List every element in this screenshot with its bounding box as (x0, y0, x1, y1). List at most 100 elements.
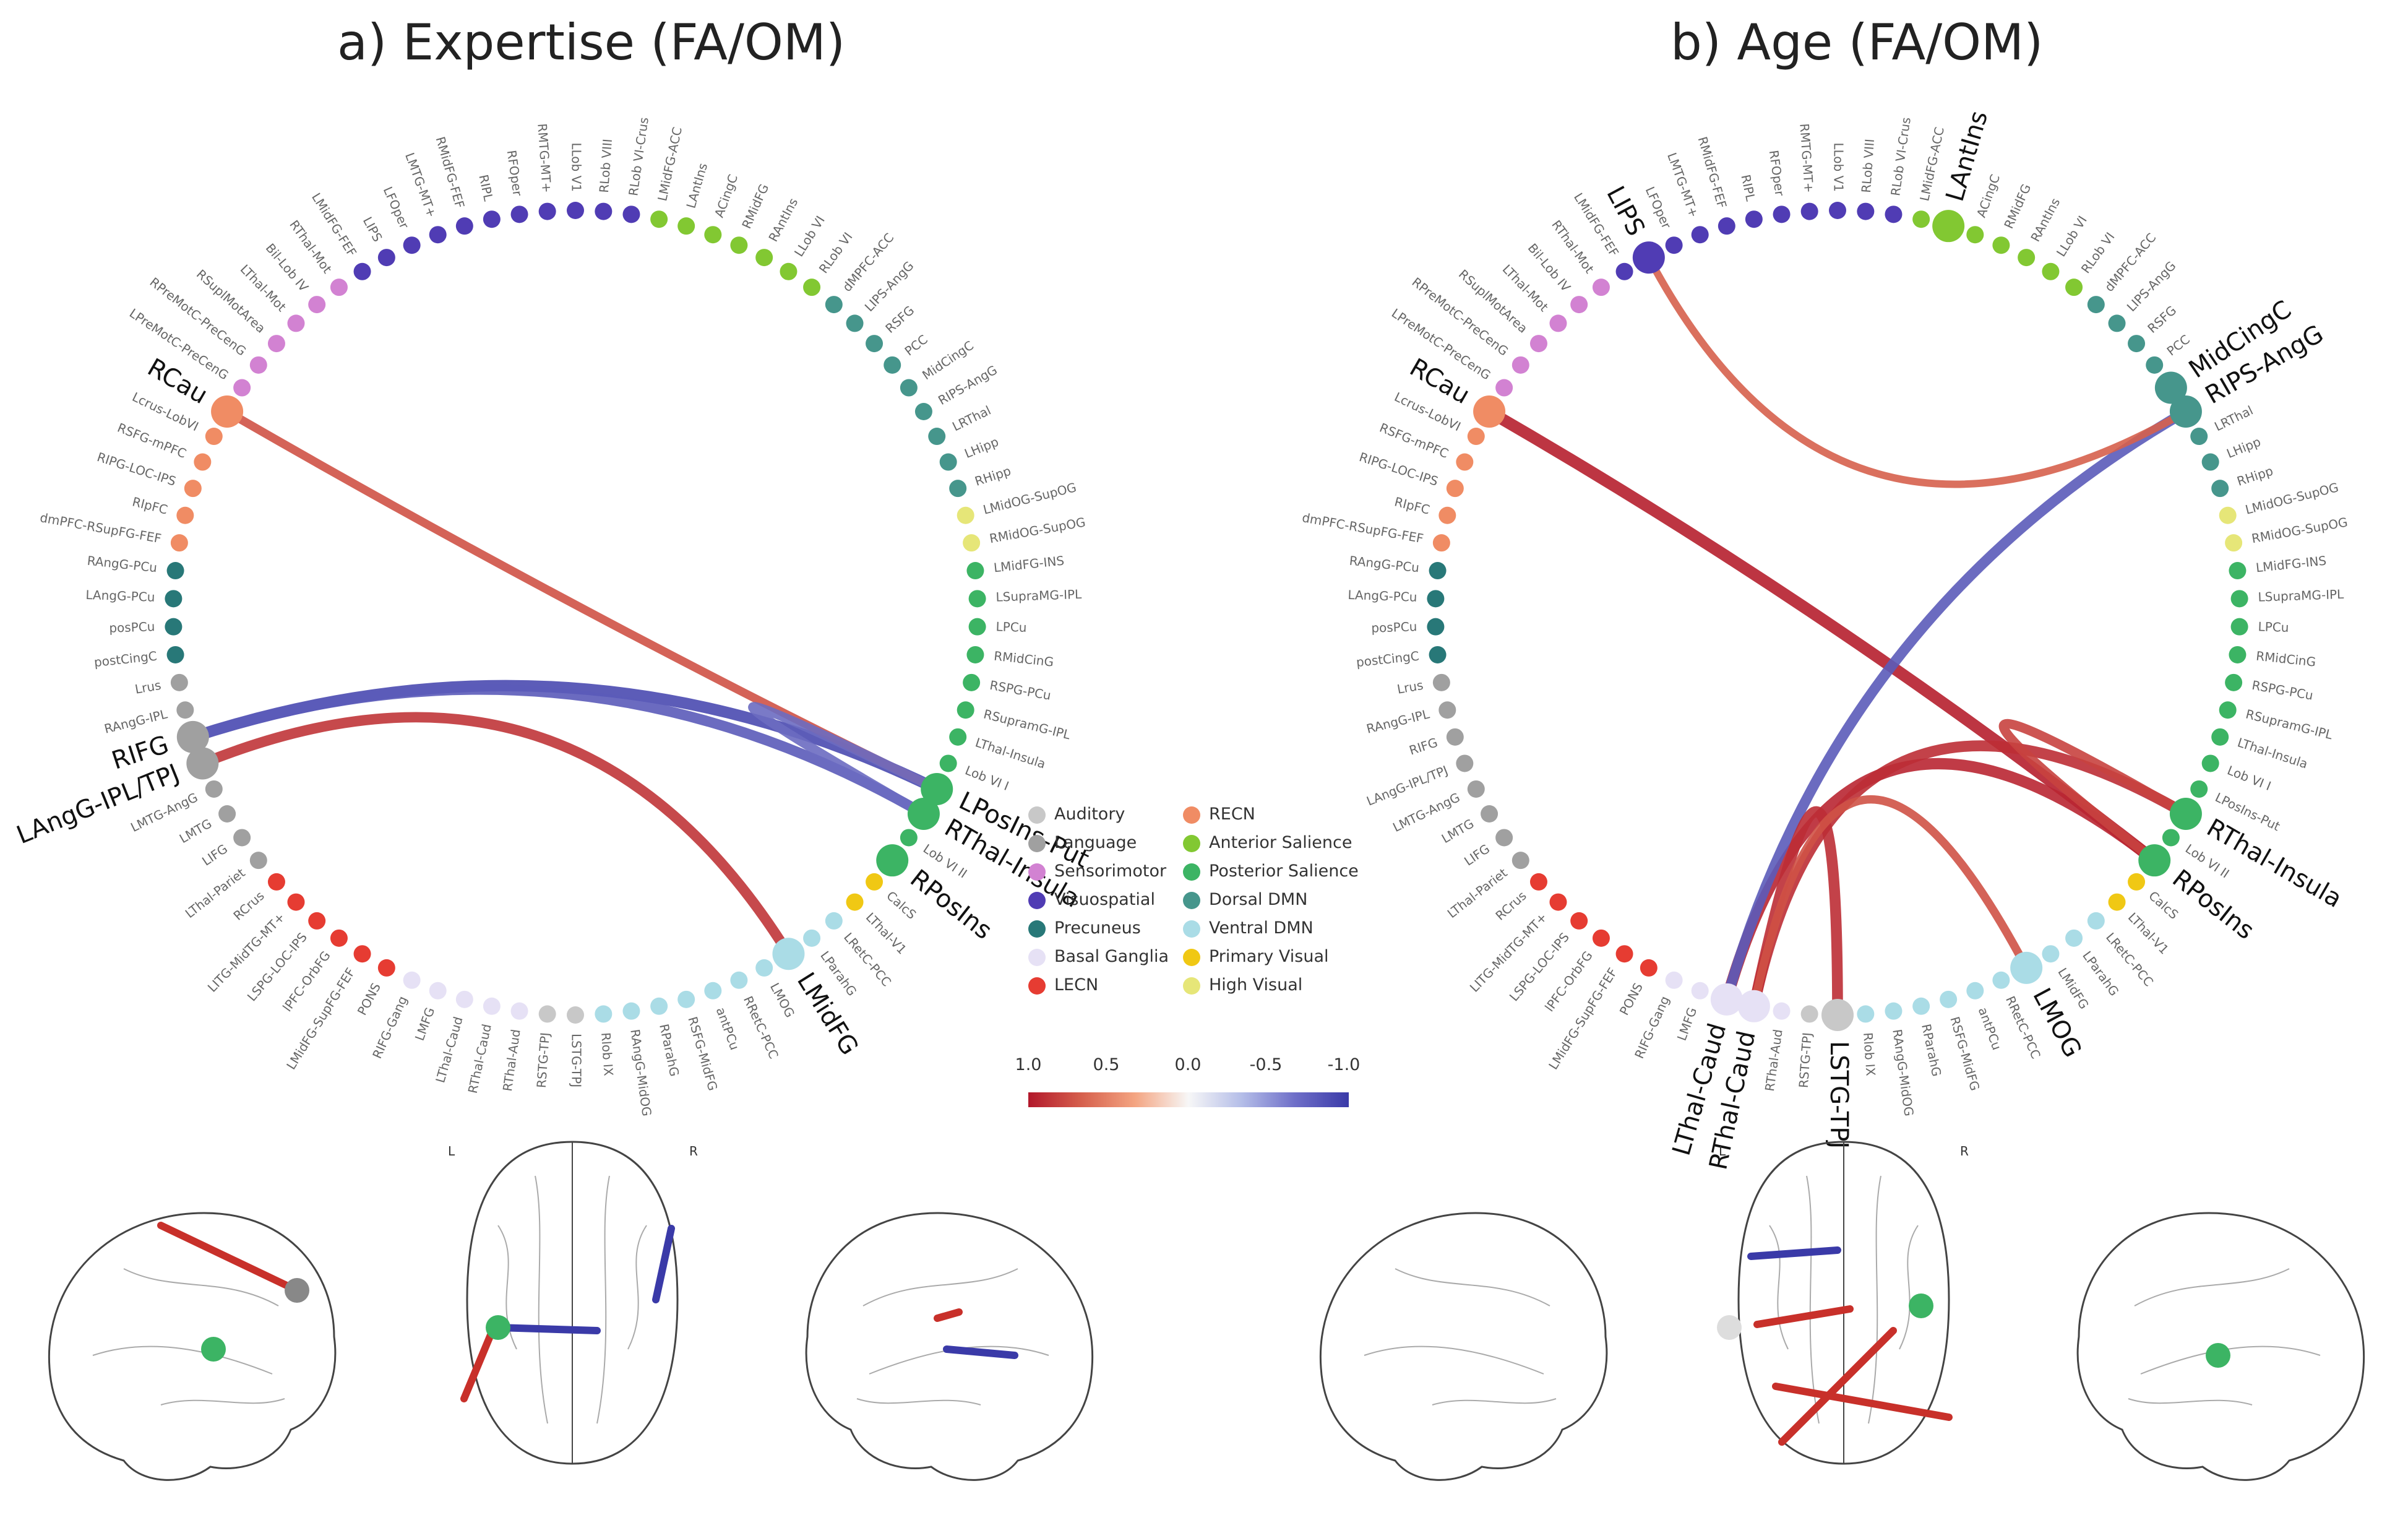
network-node (2108, 893, 2126, 911)
network-node (1549, 893, 1567, 911)
node-label: dmPFC-RSupFG-FEF (39, 510, 163, 546)
network-node (2169, 798, 2202, 830)
node-label: LMidFG-INS (2255, 553, 2327, 576)
network-node (2211, 728, 2229, 746)
legend-item: Visuospatial (1028, 890, 1155, 909)
network-node (429, 226, 447, 244)
node-label: posPCu (1371, 619, 1417, 636)
network-node (1718, 217, 1735, 235)
node-label: LPCu (995, 619, 1027, 635)
network-node (677, 990, 695, 1008)
network-node (538, 202, 556, 220)
node-label: RHipp (2235, 464, 2275, 489)
node-label: LMidOG-SupOG (2244, 480, 2341, 517)
network-node (233, 829, 251, 847)
network-node (403, 971, 421, 989)
node-label: ACingC (712, 173, 741, 220)
network-node (1592, 279, 1610, 296)
node-label: RSupramG-IPL (982, 706, 1072, 742)
network-node (2065, 279, 2083, 296)
network-node (567, 202, 584, 219)
network-node (957, 506, 974, 524)
brain-outline-sagittal (48, 1212, 337, 1481)
network-node (1829, 202, 1846, 219)
node-label: RLob VI-Crus (626, 116, 651, 197)
node-label: RAntIns (2027, 196, 2063, 244)
node-label: RMidFG (739, 181, 772, 231)
network-node (1432, 534, 1450, 552)
network-node (1940, 990, 1958, 1008)
network-node (483, 997, 501, 1015)
network-node (928, 428, 946, 446)
brain-outline-sagittal (1319, 1212, 1608, 1481)
node-label: RPosIns (2167, 864, 2260, 945)
node-label: RMidFG-FEF (1695, 135, 1730, 210)
network-node (1529, 335, 1547, 353)
node-label: LLob V1 (1831, 142, 1846, 192)
node-label: RHipp (973, 464, 1013, 489)
network-node (2225, 534, 2243, 552)
node-label: RSFG (2144, 303, 2179, 336)
network-node (2087, 296, 2105, 314)
node-label: RMidCinG (993, 649, 1054, 670)
node-label: LMFG (1674, 1005, 1700, 1042)
legend-swatch (1183, 834, 1200, 852)
network-node (308, 296, 326, 314)
network-node (170, 673, 188, 691)
network-node (1966, 226, 1984, 244)
node-label: PCC (902, 332, 931, 359)
node-label: RParahG (1919, 1022, 1944, 1077)
network-node (677, 217, 695, 235)
network-node (429, 982, 447, 1000)
network-node (968, 618, 986, 636)
network-node (1966, 982, 1984, 1000)
network-node (2225, 673, 2243, 691)
connection-link (225, 408, 939, 793)
network-node (455, 990, 473, 1008)
brain-outline-sagittal (2076, 1212, 2365, 1481)
node-label: RMidOG-SupOG (988, 514, 1086, 546)
network-node (876, 844, 909, 877)
brain-outline-axial (1737, 1141, 1950, 1465)
network-node (165, 618, 183, 636)
network-node (1615, 945, 1633, 963)
colorbar-tick: 1.0 (1015, 1055, 1042, 1074)
brain-connection (1753, 1305, 1854, 1328)
network-node (1427, 590, 1445, 608)
connection-link (748, 702, 939, 818)
network-node (186, 747, 219, 780)
network-node (1473, 395, 1506, 428)
network-node (2138, 844, 2171, 877)
node-label: Rlob IX (1860, 1032, 1878, 1076)
node-label: LLob VI (791, 213, 828, 259)
legend-swatch (1183, 948, 1200, 966)
panel-b-title: b) Age (FA/OM) (1671, 14, 2044, 71)
network-node (2201, 754, 2219, 772)
node-label: RThal-Caud (465, 1022, 494, 1094)
network-node (2146, 356, 2164, 374)
node-label: antPCu (1976, 1005, 2005, 1051)
legend-label: High Visual (1209, 975, 1303, 995)
node-label: RLob VI-Crus (1888, 116, 1914, 197)
network-node (1885, 1002, 1903, 1020)
node-label: Rlob IX (598, 1032, 616, 1076)
node-label: RSFG-MidFG (685, 1015, 720, 1092)
network-node (921, 772, 953, 805)
legend-swatch (1028, 977, 1046, 995)
network-node (755, 249, 773, 267)
network-node (846, 314, 864, 332)
network-node (330, 929, 348, 947)
brain-node (201, 1337, 226, 1362)
node-label: RAngG-PCu (87, 553, 158, 576)
network-node (2219, 506, 2237, 524)
legend-label: Basal Ganglia (1054, 947, 1169, 966)
legend-label: Visuospatial (1054, 890, 1155, 909)
network-node (2065, 929, 2083, 947)
network-node (1467, 780, 1485, 798)
legend-swatch (1028, 834, 1046, 852)
network-node (2230, 590, 2248, 608)
network-node (1592, 929, 1610, 947)
connection-link (1721, 407, 2189, 1001)
node-label: LAntIns (683, 162, 710, 210)
legend-label: Sensorimotor (1054, 861, 1167, 881)
